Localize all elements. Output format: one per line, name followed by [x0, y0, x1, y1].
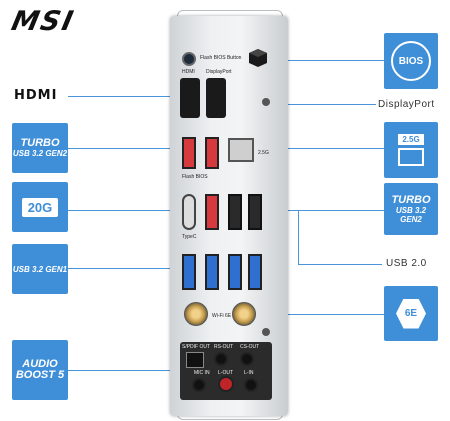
gen2-text-right: USB 3.2 GEN2 [395, 205, 427, 224]
lan-tile: 2.5G [384, 122, 438, 178]
usb-blue-port-2[interactable] [205, 254, 219, 290]
wifi-antenna-port-2[interactable] [232, 302, 256, 326]
rs-out-label: RS-OUT [214, 344, 234, 350]
mic-in-label: MIC IN [194, 370, 210, 376]
flash-bios-button[interactable] [182, 52, 196, 66]
turbo-usb-gen2-tile-left: TURBO USB 3.2 GEN2 [12, 123, 68, 173]
spdif-label: S/PDIF OUT [182, 344, 211, 350]
typec-connector-line [68, 210, 180, 211]
turbo-text: TURBO [20, 137, 60, 149]
displayport-port[interactable] [206, 78, 226, 118]
usb20-label: USB 2.0 [386, 258, 427, 269]
turbo-text-right: TURBO [391, 193, 431, 206]
audio-text: AUDIO [22, 358, 58, 370]
cube-icon [248, 48, 268, 68]
cs-out-label: CS-OUT [240, 344, 260, 350]
l-out-label: L-OUT [218, 370, 233, 376]
audio-connector-line [68, 370, 180, 371]
usb20-vertical-line [298, 210, 299, 264]
usb-typec-port[interactable] [182, 194, 196, 230]
usb-20g-tile: 20G [12, 182, 68, 232]
gen2-right-connector-line [262, 210, 384, 211]
bios-text: BIOS [398, 55, 424, 67]
gen1-connector-line [68, 268, 180, 269]
usb-blue-port-4[interactable] [248, 254, 262, 290]
wifi-6e-tile: 6E [384, 286, 438, 341]
usb-red-port-1[interactable] [182, 137, 196, 169]
flash-bios-button-label: Flash BIOS Button [200, 55, 242, 61]
usb-red-port-2[interactable] [205, 137, 219, 169]
lan-plate-label: 2.5G [258, 150, 269, 156]
screw-icon [262, 98, 270, 106]
typec-plate-label: TypeC [182, 234, 197, 240]
cs-out-jack[interactable] [240, 352, 254, 366]
usb-blue-port-1[interactable] [182, 254, 196, 290]
usb20-port-1[interactable] [228, 194, 242, 230]
hdmi-port[interactable] [180, 78, 200, 118]
ethernet-icon [398, 148, 424, 166]
l-in-label: L-IN [244, 370, 254, 376]
usb-red-port-3[interactable] [205, 194, 219, 230]
usb-blue-port-3[interactable] [228, 254, 242, 290]
wifi-connector-line [246, 314, 384, 315]
gen1-text: USB 3.2 GEN1 [12, 264, 68, 274]
gen2-left-connector-line [68, 148, 180, 149]
turbo-usb-gen2-tile-right: TURBO USB 3.2 GEN2 [384, 183, 438, 235]
hdmi-plate-label: HDMI [182, 69, 195, 75]
hdmi-logo: HDMI [14, 88, 58, 103]
gen2-text: USB 3.2 GEN2 [12, 149, 68, 158]
audio-boost-tile: AUDIO BOOST 5 [12, 340, 68, 400]
displayport-connector-line [270, 104, 376, 105]
flash-bios-port-label: Flash BIOS [182, 174, 208, 180]
spdif-port[interactable] [186, 352, 204, 368]
usb20-connector-line [298, 264, 382, 265]
line-in-jack[interactable] [244, 378, 258, 392]
bios-tile: BIOS [384, 33, 438, 89]
lan-speed-text: 2.5G [398, 134, 424, 145]
refresh-icon: BIOS [391, 41, 431, 81]
ethernet-port[interactable] [228, 138, 254, 162]
usb20-port-2[interactable] [248, 194, 262, 230]
rs-out-jack[interactable] [214, 352, 228, 366]
mic-in-jack[interactable] [192, 378, 206, 392]
displayport-plate-label: DisplayPort [206, 69, 232, 75]
wifi-antenna-port-1[interactable] [184, 302, 208, 326]
usb-gen1-tile: USB 3.2 GEN1 [12, 244, 68, 294]
antenna-label: Wi-Fi 6E [212, 313, 232, 319]
usb-20g-text: 20G [21, 197, 59, 217]
lan-connector-line [272, 148, 384, 149]
line-out-jack[interactable] [218, 376, 234, 392]
displayport-label: DisplayPort [378, 99, 435, 110]
hdmi-connector-line [68, 96, 180, 97]
boost-text: BOOST 5 [15, 369, 65, 381]
bios-connector-line [220, 60, 384, 61]
msi-logo: MSI [8, 6, 78, 37]
wifi-hex-icon: 6E [396, 298, 426, 329]
screw-icon-2 [262, 328, 270, 336]
